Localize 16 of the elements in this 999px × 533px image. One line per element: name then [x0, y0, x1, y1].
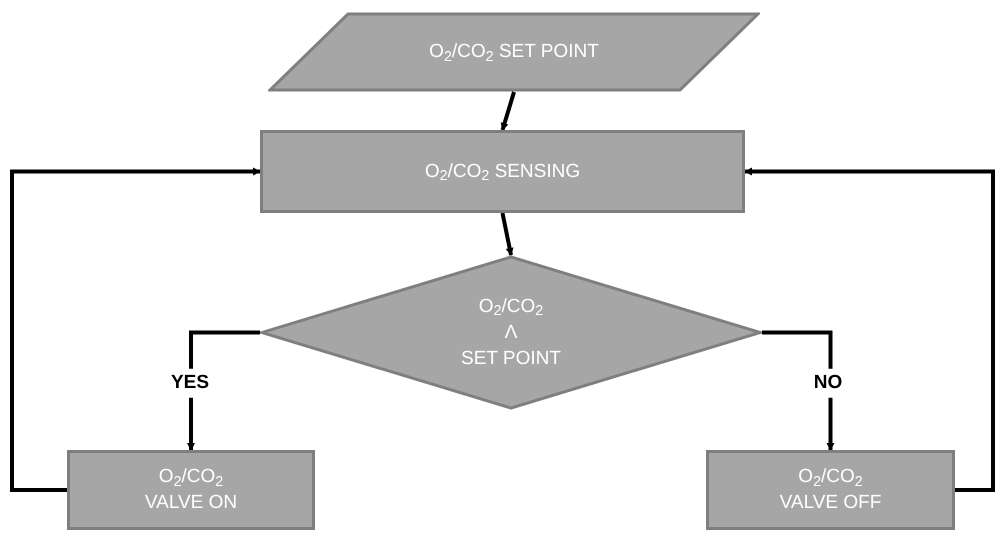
arrow [10, 168, 261, 492]
arrow [744, 168, 995, 492]
node-label: O$_{2}$/CO$_{2}$ VALVE ON [144, 465, 238, 515]
arrow [500, 91, 516, 131]
node-label: SET POINT [461, 346, 561, 370]
node-label: O$_{2}$/CO$_{2}$ SENSING [424, 160, 580, 184]
input-parallelogram [268, 12, 760, 92]
node-label: O$_{2}$/CO$_{2}$ [478, 294, 544, 320]
decision-diamond [260, 255, 762, 410]
process-box [260, 130, 745, 213]
node-label: O$_{2}$/CO$_{2}$ VALVE OFF [778, 465, 882, 515]
arrow [500, 212, 514, 256]
process-box [706, 450, 955, 530]
node-label: Λ [504, 320, 518, 344]
node-label: O$_{2}$/CO$_{2}$ SET POINT [429, 40, 599, 65]
process-box [67, 450, 315, 530]
